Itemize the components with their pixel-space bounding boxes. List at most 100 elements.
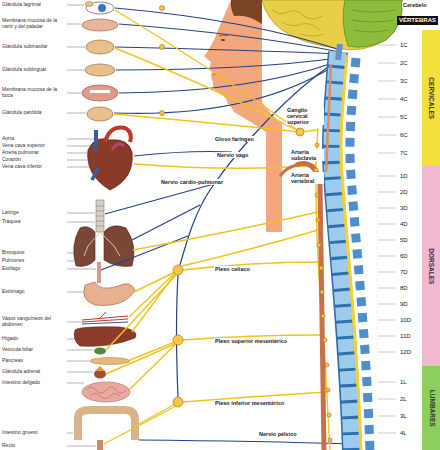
- structure-label: Nervio cardio-pulmonar: [160, 179, 224, 185]
- nerve: [115, 8, 340, 50]
- lacrimal-gland: [85, 2, 93, 7]
- vertebra-band: 1L 2L 3L 4L LUMBARES: [398, 366, 440, 450]
- bronchi: [84, 232, 120, 256]
- chain-ganglion: [317, 243, 321, 247]
- nerve: [101, 236, 188, 270]
- iris: [98, 4, 106, 12]
- chain-ganglion: [320, 290, 324, 294]
- organ-label: Vesícula biliar: [2, 347, 33, 353]
- eye-organ: [86, 2, 114, 14]
- organ-label: Glándula adrenal: [2, 369, 40, 375]
- vertebra-number: 4D: [400, 221, 408, 228]
- spinal-cord: [341, 55, 361, 450]
- sympathetic-nerves: [104, 10, 330, 450]
- trachea: [96, 200, 104, 232]
- organ-label: Esófago: [2, 266, 20, 272]
- vertebra-number: 7D: [400, 269, 408, 276]
- parasympathetic-nerves: [101, 8, 352, 444]
- structure-label: Ganglio cervical superior: [286, 107, 324, 126]
- vertebra-number: 3C: [400, 78, 408, 85]
- organ-label: Glándula lagrimal: [2, 2, 41, 8]
- submaxillary-gland: [86, 40, 114, 54]
- vertebra-number: 1C: [400, 42, 408, 49]
- trachea-rings: [96, 206, 104, 226]
- structure-label: Arteria subclavia: [290, 149, 324, 162]
- nerve: [106, 344, 175, 374]
- nerve: [182, 230, 318, 266]
- esophagus: [97, 262, 101, 283]
- organ-label: Intestino grueso: [2, 430, 38, 436]
- cerebellum-folia: [352, 10, 396, 32]
- vertebra-number: 1L: [400, 379, 407, 386]
- vertebra-number: 5C: [400, 114, 408, 121]
- vertebra-number: 6D: [400, 253, 408, 260]
- vertebra-number: 9D: [400, 301, 408, 308]
- organ-label: Vena cava superior: [2, 143, 45, 149]
- organ-label: Estómago: [2, 289, 25, 295]
- spinous-processes: [350, 58, 370, 450]
- organ-label: Vena cava inferior: [2, 164, 42, 170]
- organ-label: Glándula parótida: [2, 110, 41, 116]
- structure-label: Plexo superior mesentérico: [214, 338, 288, 344]
- celiac-plexus: [173, 265, 183, 275]
- lung-left: [74, 227, 95, 267]
- nerve: [183, 262, 321, 270]
- lung-right: [104, 226, 134, 267]
- nerve: [114, 114, 300, 132]
- liver: [74, 327, 136, 347]
- organ-label: Glándula sublingual: [2, 67, 46, 73]
- organ-label: Aorta: [2, 136, 14, 142]
- ganglion: [160, 111, 165, 116]
- chain-ganglion: [328, 438, 332, 442]
- vertebra-number: 12D: [400, 349, 411, 356]
- organ-label: Vasos sanguíneos del abdomen: [2, 316, 64, 328]
- aorta: [296, 164, 324, 450]
- large-intestine: [78, 410, 135, 440]
- nerve: [119, 62, 336, 93]
- organ-label: Corazón: [2, 157, 21, 163]
- organ-label: Pulmones: [2, 258, 24, 264]
- vertebra-band: 1D2D3D4D5D6D7D8D9D10D11D12DDORSALES: [398, 166, 440, 366]
- vertebra-number: 2L: [400, 396, 407, 403]
- chain-ganglion: [315, 143, 319, 147]
- abdominal-vessels: [82, 312, 128, 322]
- header-text: VÉRTEBRAS: [399, 17, 436, 23]
- superior-cervical-ganglion: [296, 128, 304, 136]
- structure-label: Gloso faríngeo: [214, 136, 255, 142]
- pancreas: [90, 358, 130, 365]
- vertebra-number: 3L: [400, 413, 407, 420]
- chain-ganglion: [326, 388, 330, 392]
- cerebellum: [343, 0, 402, 47]
- organ-label: Páncreas: [2, 358, 23, 364]
- small-intestine: [82, 382, 130, 402]
- vena-cava-sup: [94, 130, 98, 150]
- vertebra-number: 4L: [400, 430, 407, 437]
- brainstem: [338, 44, 340, 60]
- organ-label: Arteria pulmonar: [2, 150, 39, 156]
- vertebra-number: 10D: [400, 317, 411, 324]
- hair: [231, 0, 262, 24]
- vertebra-number: 6C: [400, 132, 408, 139]
- region-name: LUMBARES: [428, 389, 435, 426]
- nerve: [115, 10, 300, 132]
- chain-ganglion: [327, 413, 331, 417]
- teeth: [90, 90, 110, 93]
- nerve: [106, 275, 176, 350]
- nerve: [116, 58, 338, 70]
- vertebra-number: 2D: [400, 189, 408, 196]
- organ-label: Tráquea: [2, 219, 20, 225]
- nerve: [132, 205, 200, 240]
- adrenal-gland: [95, 366, 105, 371]
- structure-label: Arteria vertebral: [290, 172, 324, 185]
- structure-label: Nervio pélvico: [258, 431, 298, 437]
- vertebra-band: 1C2C3C4C5C6C7CCERVICALES: [398, 30, 440, 166]
- vertebra-number: 5D: [400, 237, 408, 244]
- organ-label: Hígado: [2, 336, 18, 342]
- vertebra-number: 4C: [400, 96, 408, 103]
- mouth-mucosa: [82, 85, 118, 101]
- organ-label: Intestino delgado: [2, 380, 40, 386]
- vertebra-ticks: [378, 45, 396, 433]
- nerve: [115, 48, 300, 132]
- vertebral-artery: [326, 64, 331, 172]
